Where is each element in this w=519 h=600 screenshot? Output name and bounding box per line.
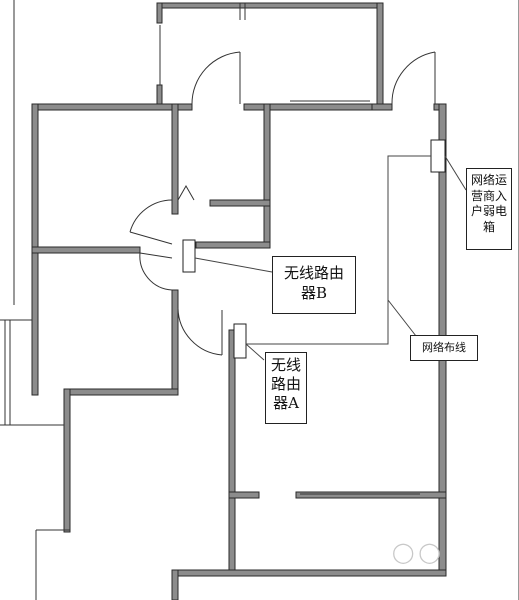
- wall: [31, 252, 39, 396]
- router-a-label-line: 器A: [273, 394, 299, 412]
- isp-box-label-line: 营商入: [470, 188, 507, 203]
- isp-leader-line: [444, 155, 467, 191]
- isp-box-label-line: 户弱电: [470, 204, 507, 218]
- router-a-leader-line: [245, 343, 265, 361]
- wiring-label-text: 网络布线: [422, 341, 466, 354]
- router-a-symbol: [233, 323, 247, 359]
- wall: [209, 199, 271, 207]
- router-a-label-line: 路由: [270, 375, 301, 393]
- wall: [228, 329, 236, 577]
- router-b-label-line: 无线路由: [283, 264, 344, 282]
- router-b-label: 无线路由 器B: [272, 256, 356, 314]
- wall: [177, 569, 447, 577]
- isp-box-label-line: 网络运: [470, 173, 507, 187]
- watermark-logo: ◯◯: [392, 540, 445, 564]
- wiring-label: 网络布线: [410, 335, 478, 361]
- door-swing: [391, 51, 436, 105]
- door-leaf: [129, 231, 173, 245]
- wall: [243, 103, 373, 111]
- door-marker: [177, 184, 195, 201]
- router-b-label-line: 器B: [300, 284, 328, 302]
- isp-box-symbol: [430, 139, 446, 173]
- network-wiring: [194, 155, 467, 361]
- wiring-leader-line: [387, 299, 417, 337]
- wall: [371, 103, 393, 111]
- wall: [195, 241, 271, 249]
- wall: [31, 103, 39, 255]
- wall: [171, 103, 179, 215]
- doors: [129, 51, 436, 356]
- isp-box-label: 网络运 营商入 户弱电 箱: [466, 168, 512, 250]
- door-swing: [177, 307, 223, 356]
- door-swing: [139, 252, 173, 291]
- router-b-leader-line: [194, 257, 273, 273]
- wall: [63, 388, 179, 396]
- wall: [31, 246, 141, 254]
- windows: [0, 3, 420, 600]
- door-swing: [129, 199, 173, 233]
- wall: [63, 388, 71, 533]
- door-swing: [191, 51, 241, 105]
- wall: [156, 2, 163, 24]
- wall: [376, 2, 384, 110]
- wall: [171, 289, 179, 396]
- router-b-symbol: [182, 239, 196, 273]
- door-leaf: [139, 252, 173, 259]
- walls: [31, 2, 447, 600]
- wall: [171, 569, 179, 600]
- isp-box-label-line: 箱: [482, 219, 495, 234]
- wall: [263, 103, 271, 249]
- wall: [228, 491, 260, 499]
- router-a-label: 无线 路由 器A: [265, 352, 307, 424]
- wall: [31, 103, 193, 111]
- wall: [295, 491, 447, 499]
- wall: [156, 2, 384, 9]
- wiring-line: [246, 155, 431, 345]
- router-a-label-line: 无线: [270, 356, 301, 374]
